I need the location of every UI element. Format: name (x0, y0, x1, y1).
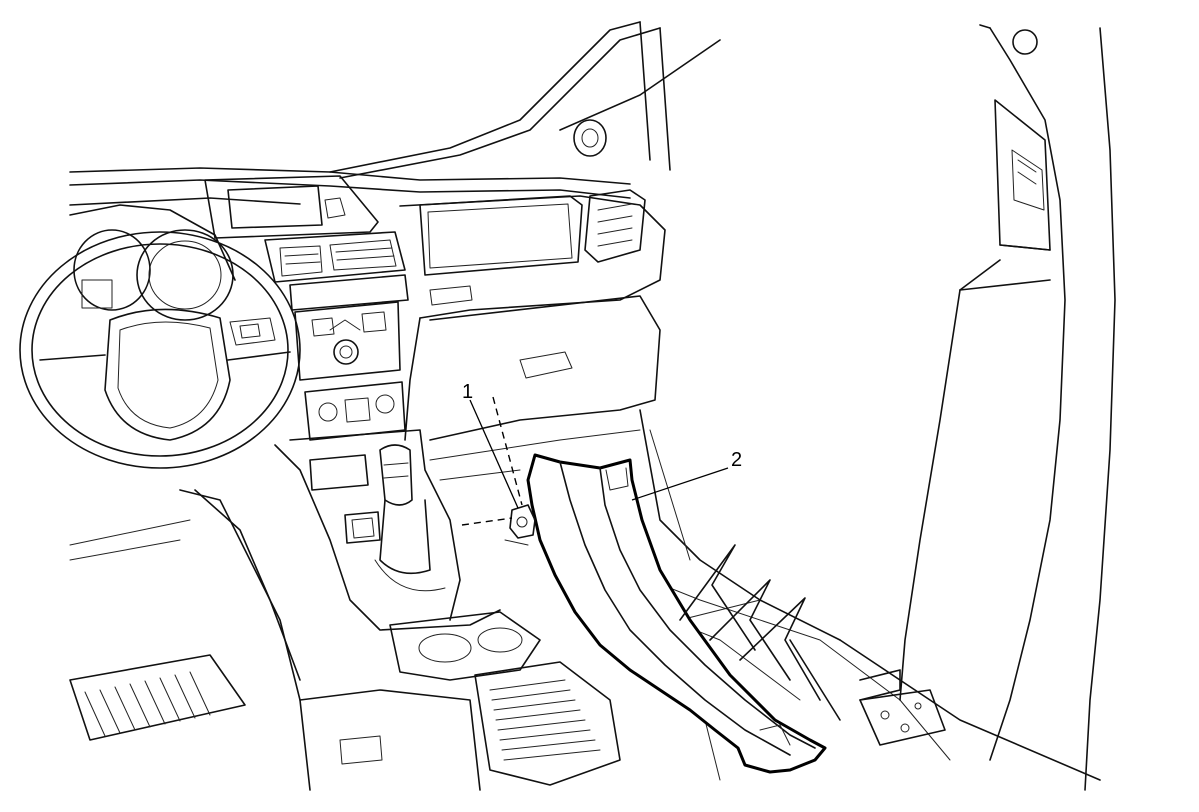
leader-line-1 (469, 399, 519, 509)
cupholders (389, 611, 541, 681)
right-air-vent (584, 189, 646, 263)
instrument-cluster (69, 204, 236, 321)
lower-left-console (179, 489, 481, 791)
rear-console-storage (474, 661, 621, 786)
glove-box (429, 285, 661, 441)
climate-controls (304, 381, 406, 441)
retainer-clip (504, 504, 536, 546)
kick-panel-trim (526, 453, 827, 774)
center-vents (264, 231, 406, 283)
radio-controls (289, 274, 409, 381)
removal-arrows (679, 544, 841, 721)
accelerator-pedal (69, 654, 246, 741)
callout-1: 1 (462, 381, 473, 403)
action-line-vertical (492, 396, 523, 506)
callout-2: 2 (731, 449, 742, 471)
center-console (274, 429, 501, 631)
leader-line-2 (631, 467, 729, 501)
action-line-horizontal (461, 517, 513, 526)
pillar-speaker (573, 119, 607, 157)
b-pillar (899, 24, 1116, 791)
windshield-frame (329, 21, 721, 179)
center-display (204, 175, 379, 239)
steering-wheel (19, 231, 301, 469)
gear-shifter (374, 444, 446, 592)
door-sill (639, 409, 1101, 781)
passenger-display (419, 195, 583, 276)
